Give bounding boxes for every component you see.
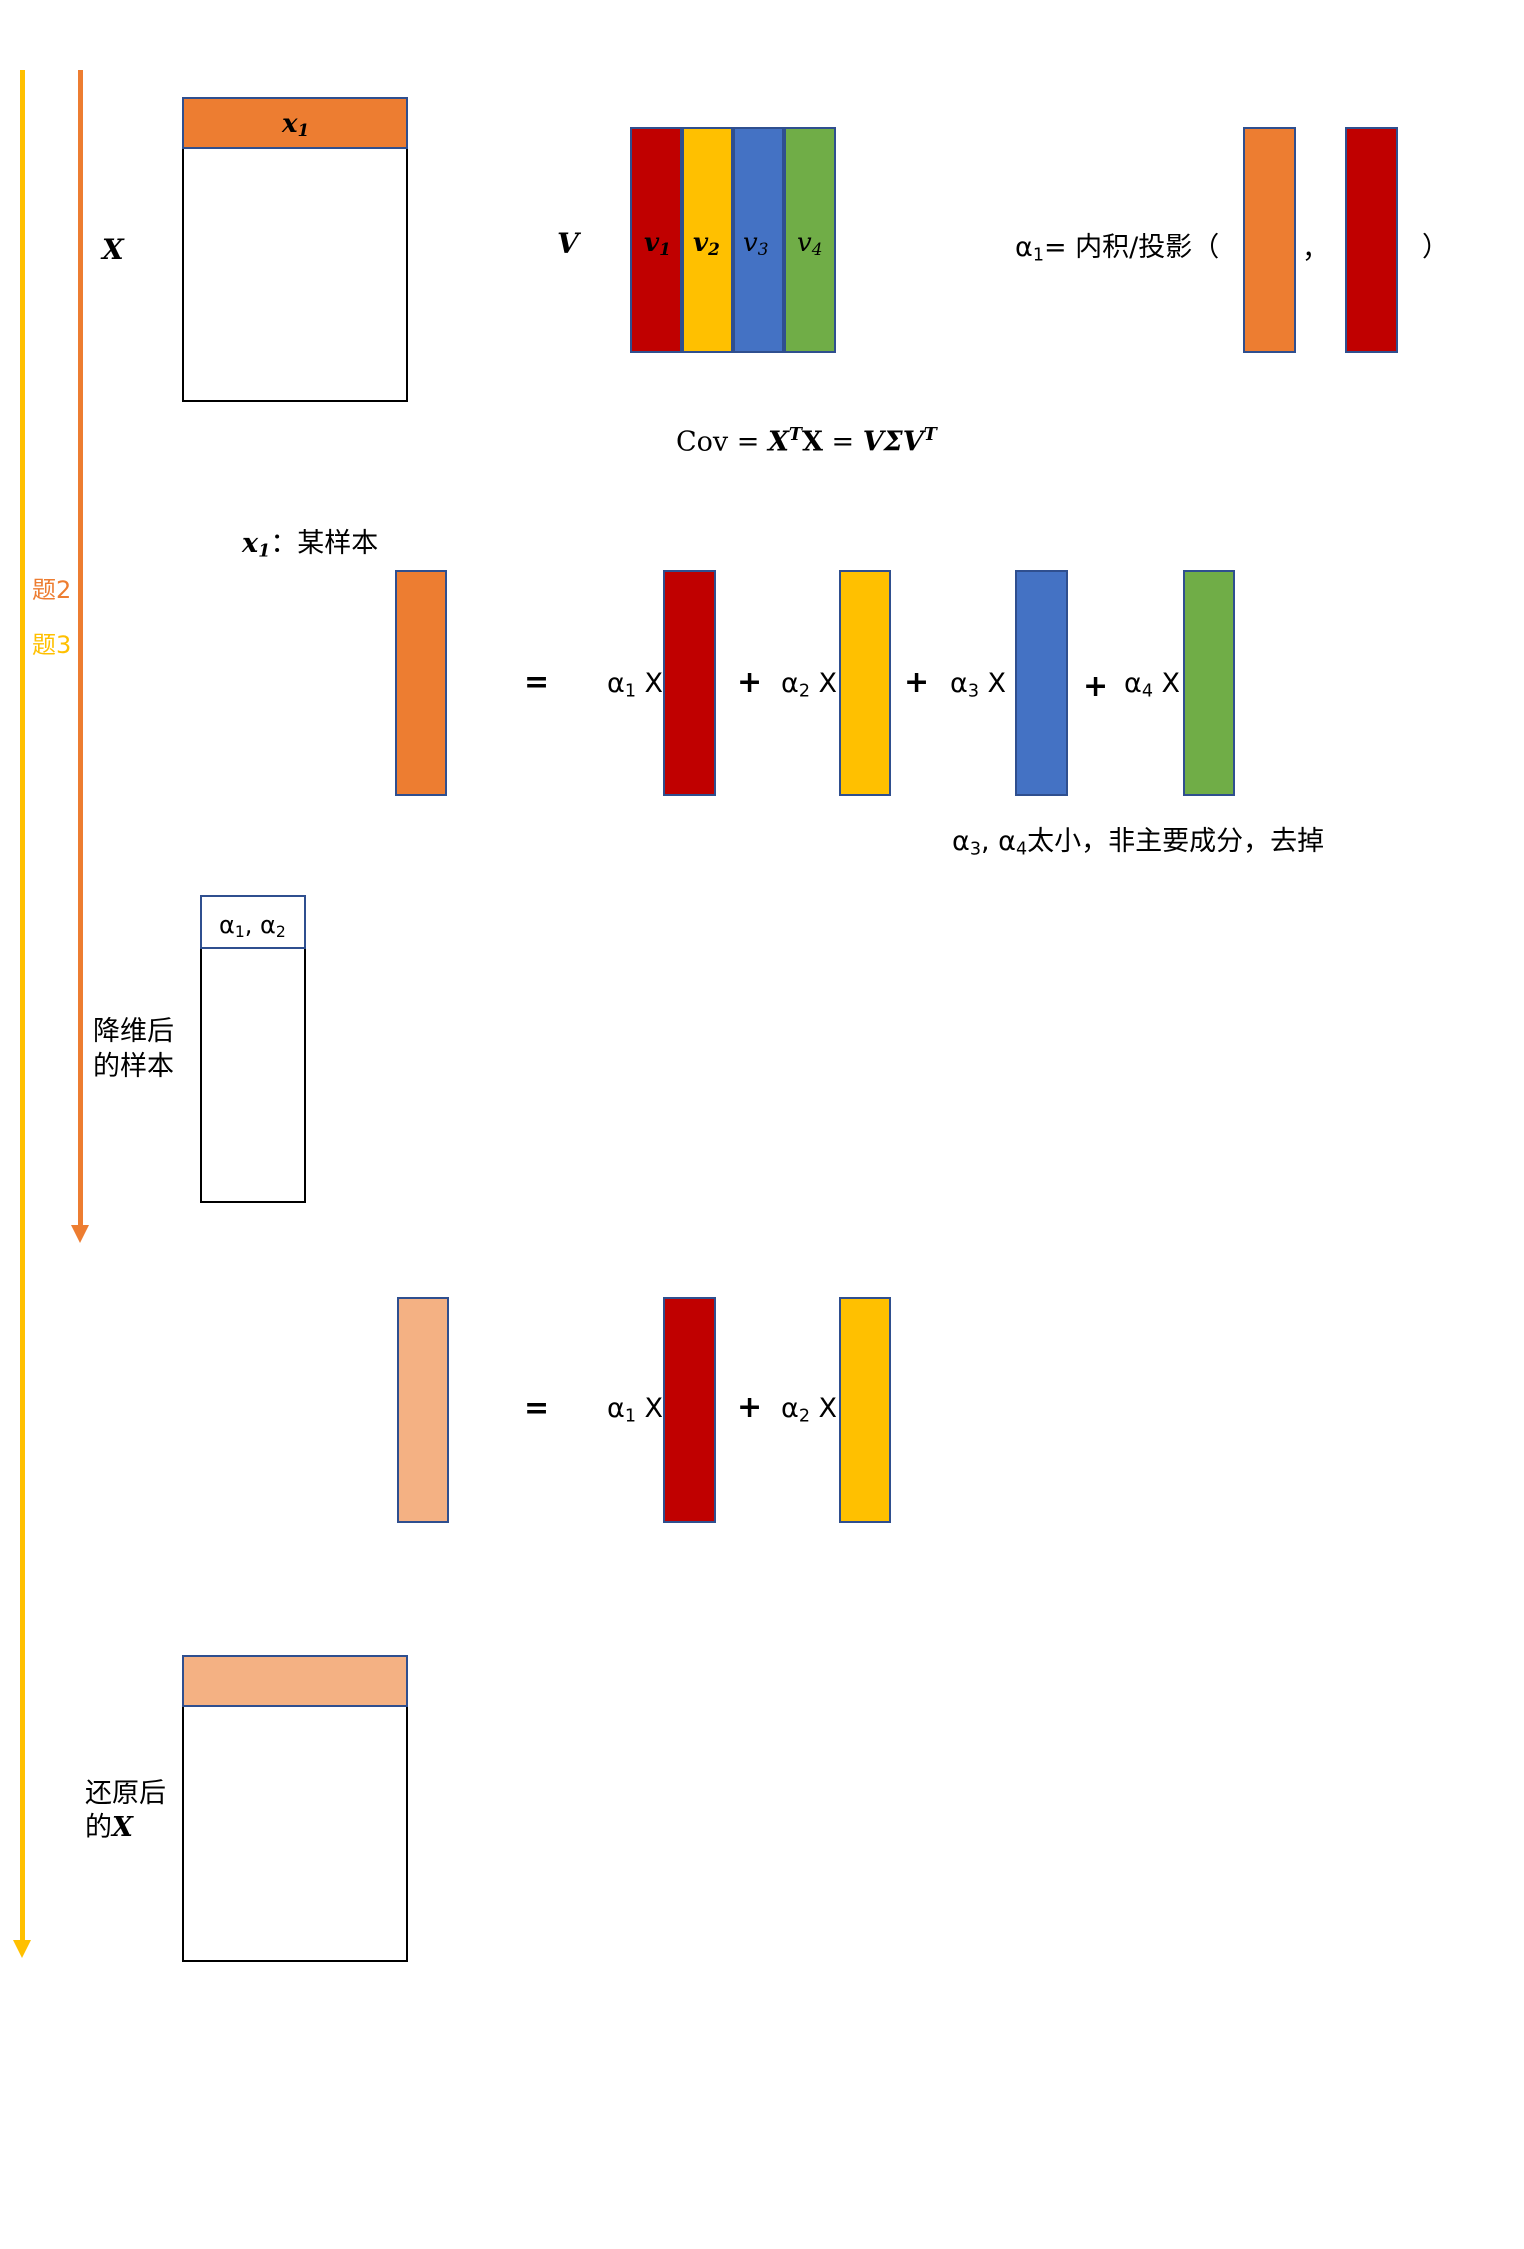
yellow-arrow-line (20, 70, 25, 1945)
restored-label-1: 还原后 (85, 1778, 166, 1809)
v3-column (733, 127, 784, 353)
def-close-paren: ） (1422, 232, 1449, 263)
term-alpha1: α1 X (607, 668, 664, 702)
recon-yellow-vector (839, 1297, 891, 1523)
v3-label: v3 (743, 228, 769, 260)
v4-label: v4 (797, 228, 823, 260)
term-alpha2: α2 X (781, 668, 838, 702)
sample-label: x1：某样本 (242, 528, 379, 562)
v1-label: v1 (644, 228, 671, 260)
orange-arrow-head (71, 1225, 89, 1243)
decompose-equals: = (524, 665, 550, 700)
reduced-header-label: α1, α2 (219, 911, 286, 941)
orange-arrow-line (78, 70, 83, 1230)
x1-row (182, 97, 408, 149)
recon-alpha2: α2 X (781, 1393, 838, 1427)
restored-label-2: 的X (85, 1812, 133, 1843)
def-red-vector (1345, 127, 1398, 353)
x-matrix-label: X (102, 233, 124, 266)
restored-first-row (182, 1655, 408, 1707)
plus-2: + (904, 665, 930, 700)
reduced-header (200, 895, 306, 949)
plus-1: + (737, 665, 763, 700)
sample-vector (395, 570, 447, 796)
recon-plus: + (737, 1390, 763, 1425)
recon-alpha1: α1 X (607, 1393, 664, 1427)
term-yellow-vector (839, 570, 891, 796)
discard-note: α3, α4太小，非主要成分，去掉 (952, 826, 1325, 860)
reduced-label-2: 的样本 (93, 1051, 174, 1082)
def-comma: ， (1302, 234, 1329, 265)
reconstruct-equals: = (524, 1391, 550, 1426)
term-green-vector (1183, 570, 1235, 796)
term-blue-vector (1015, 570, 1068, 796)
v4-column (784, 127, 836, 353)
plus-3: + (1083, 669, 1109, 704)
cov-formula: Cov = XTX = VΣVT (676, 425, 937, 458)
recon-red-vector (663, 1297, 716, 1523)
v2-column (682, 127, 733, 353)
term-alpha3: α3 X (950, 668, 1007, 702)
reconstructed-vector (397, 1297, 449, 1523)
alpha1-definition: α1= 内积/投影（ (1015, 232, 1220, 266)
v2-label: v2 (693, 228, 720, 260)
v1-column (630, 127, 682, 353)
yellow-arrow-head (13, 1940, 31, 1958)
def-orange-vector (1243, 127, 1296, 353)
x1-row-label: x1 (282, 109, 310, 141)
side-label-3: 题3 (32, 631, 72, 659)
side-label-2: 题2 (32, 576, 72, 604)
reduced-label-1: 降维后 (93, 1016, 174, 1047)
v-matrix-label: V (557, 227, 579, 260)
term-red-vector (663, 570, 716, 796)
term-alpha4: α4 X (1124, 668, 1181, 702)
